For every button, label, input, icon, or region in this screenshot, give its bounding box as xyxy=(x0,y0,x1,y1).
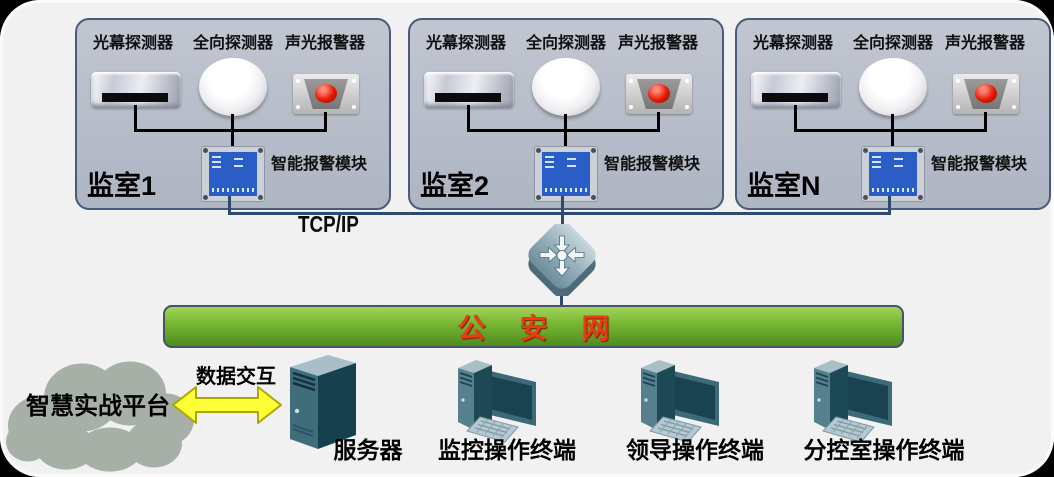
alarm-red-bulb xyxy=(975,84,997,103)
wire xyxy=(794,129,987,132)
data-exchange-label: 数据交互 xyxy=(196,366,276,388)
sound-light-alarm-label: 声光报警器 xyxy=(945,35,1026,52)
light-curtain-detector-icon xyxy=(424,72,514,108)
module-board xyxy=(542,152,590,196)
wire xyxy=(794,105,797,132)
curtain-slot xyxy=(435,93,501,102)
module-screw xyxy=(918,148,923,153)
module-board xyxy=(209,152,257,196)
alarm-module-label: 智能报警模块 xyxy=(604,156,701,173)
alarm-module-label: 智能报警模块 xyxy=(271,156,368,173)
screw-dot xyxy=(956,79,960,83)
omni-detector-icon xyxy=(199,58,267,116)
module-screw xyxy=(536,148,541,153)
alarm-module-icon xyxy=(201,146,265,202)
light-curtain-label: 光幕探测器 xyxy=(426,35,507,52)
public-security-network-label: 公安网 xyxy=(457,312,644,344)
omni-detector-icon xyxy=(532,58,600,116)
bus-horizontal-line xyxy=(228,212,891,215)
room-name: 监室N xyxy=(747,171,821,201)
module-screw xyxy=(258,148,263,153)
module-screw xyxy=(591,195,596,200)
wire xyxy=(134,129,327,132)
smart-platform-label: 智慧实战平台 xyxy=(26,393,170,420)
screw-dot xyxy=(685,79,689,83)
tcpip-label: TCP/IP xyxy=(298,211,359,237)
sound-light-alarm-icon xyxy=(626,74,692,114)
omni-detector-icon xyxy=(859,58,927,116)
omni-detector-label: 全向探测器 xyxy=(853,35,934,52)
module-screw xyxy=(863,148,868,153)
bus-drop-roomn xyxy=(888,196,891,214)
light-curtain-detector-icon xyxy=(751,72,841,108)
leader-terminal-label: 领导操作终端 xyxy=(626,437,764,463)
cell-box-1: 光幕探测器 全向探测器 声光报警器 智能报警模块 监室1 xyxy=(75,18,391,210)
wire xyxy=(467,129,660,132)
room-name: 监室1 xyxy=(87,171,157,201)
network-switch-icon xyxy=(519,224,605,296)
curtain-slot xyxy=(762,93,828,102)
omni-detector-label: 全向探测器 xyxy=(526,35,607,52)
module-screw xyxy=(918,195,923,200)
subcontrol-terminal-label: 分控室操作终端 xyxy=(803,437,965,463)
wire xyxy=(134,105,137,132)
screw-dot xyxy=(296,105,300,109)
sound-light-alarm-label: 声光报警器 xyxy=(618,35,699,52)
alarm-module-icon xyxy=(534,146,598,202)
alarm-red-bulb xyxy=(315,84,337,103)
module-screw xyxy=(591,148,596,153)
module-screw xyxy=(203,195,208,200)
sound-light-alarm-icon xyxy=(293,74,359,114)
screw-dot xyxy=(296,79,300,83)
screw-dot xyxy=(629,79,633,83)
module-screw xyxy=(863,195,868,200)
monitor-terminal-label: 监控操作终端 xyxy=(438,437,576,463)
alarm-module-icon xyxy=(861,146,925,202)
light-curtain-detector-icon xyxy=(91,72,181,108)
bus-drop-room1 xyxy=(228,196,231,214)
server-label: 服务器 xyxy=(333,437,403,463)
data-exchange-arrow-icon xyxy=(170,383,284,427)
screw-dot xyxy=(1012,105,1016,109)
screw-dot xyxy=(685,105,689,109)
screw-dot xyxy=(956,105,960,109)
screw-dot xyxy=(629,105,633,109)
wire xyxy=(657,112,660,132)
public-security-network-bar: 公安网 xyxy=(163,305,904,348)
screw-dot xyxy=(352,105,356,109)
room-name: 监室2 xyxy=(420,171,490,201)
module-screw xyxy=(536,195,541,200)
light-curtain-label: 光幕探测器 xyxy=(93,35,174,52)
screw-dot xyxy=(1012,79,1016,83)
alarm-module-label: 智能报警模块 xyxy=(931,156,1028,173)
module-board xyxy=(869,152,917,196)
wire xyxy=(467,105,470,132)
curtain-slot xyxy=(102,93,168,102)
light-curtain-label: 光幕探测器 xyxy=(753,35,834,52)
module-screw xyxy=(203,148,208,153)
cell-box-n: 光幕探测器 全向探测器 声光报警器 智能报警模块 监室N xyxy=(735,18,1051,210)
omni-detector-label: 全向探测器 xyxy=(193,35,274,52)
screw-dot xyxy=(352,79,356,83)
module-screw xyxy=(258,195,263,200)
alarm-red-bulb xyxy=(648,84,670,103)
cell-box-2: 光幕探测器 全向探测器 声光报警器 智能报警模块 监室2 xyxy=(408,18,724,210)
wire xyxy=(984,112,987,132)
sound-light-alarm-label: 声光报警器 xyxy=(285,35,366,52)
sound-light-alarm-icon xyxy=(953,74,1019,114)
wire xyxy=(324,112,327,132)
switch-to-bar-line xyxy=(560,286,563,307)
